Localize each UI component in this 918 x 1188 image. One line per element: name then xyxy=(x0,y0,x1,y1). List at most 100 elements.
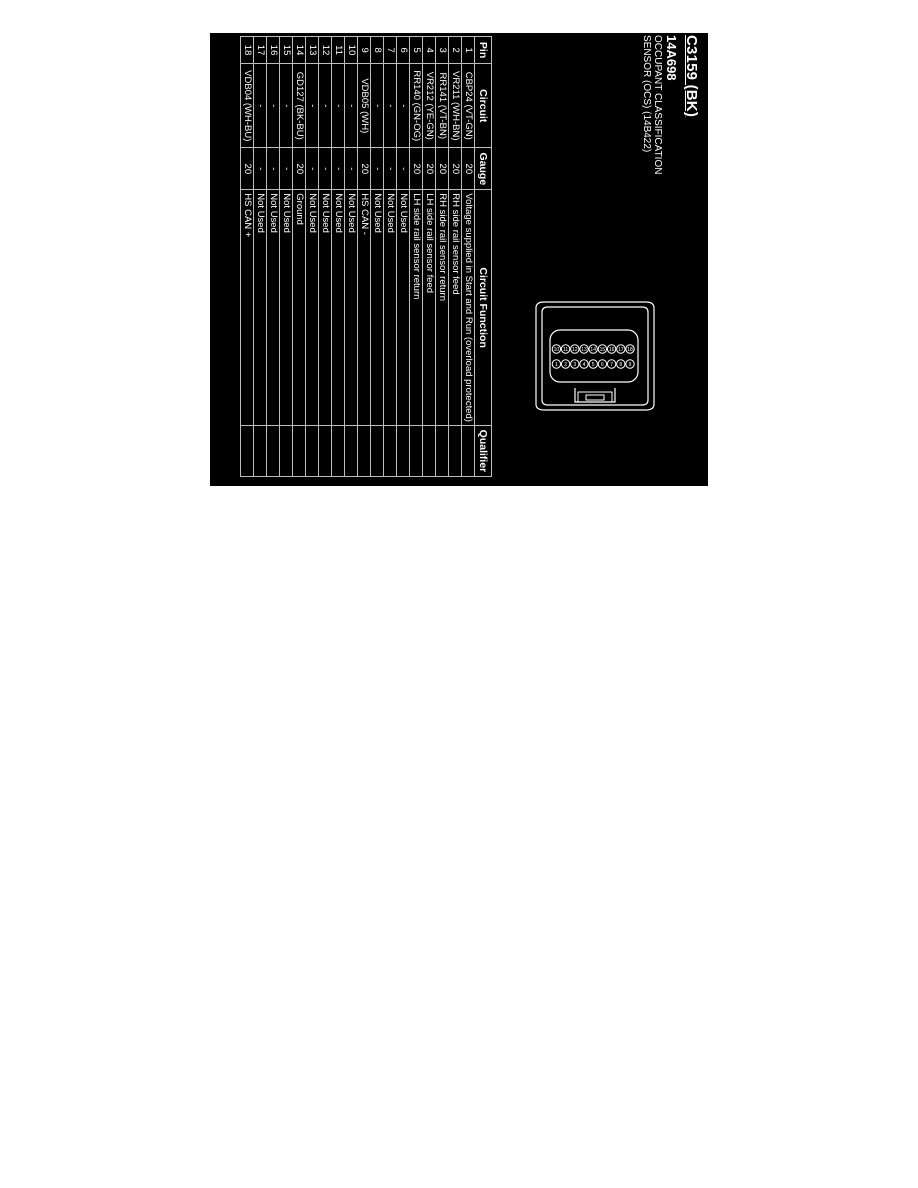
gauge-cell: 20 xyxy=(435,147,449,190)
gauge-cell: 20 xyxy=(422,147,436,190)
circuit-cell: - xyxy=(396,63,410,148)
gauge-cell: 20 xyxy=(461,147,475,190)
pin-cavity-14 xyxy=(588,344,598,354)
gauge-cell: 20 xyxy=(448,147,462,190)
pin-number-label: 13 xyxy=(581,347,587,353)
pin-cavity-11 xyxy=(560,344,571,354)
gauge-cell: - xyxy=(318,147,332,190)
circuit-function-cell: Not Used xyxy=(266,189,280,426)
pin-cell: 18 xyxy=(240,36,254,64)
column-header-circuit-function: Circuit Function xyxy=(474,189,492,426)
circuit-function-cell: Voltage supplied in Start and Run (overl… xyxy=(461,189,475,426)
pin-cavity-18 xyxy=(625,344,635,354)
pin-number-label: 1 xyxy=(555,362,558,368)
circuit-cell: VR212 (YE-GN) xyxy=(422,63,436,148)
pin-cell: 7 xyxy=(383,36,397,64)
pin-cell: 16 xyxy=(266,36,280,64)
pin-cavity-15 xyxy=(597,344,608,354)
table-row: 17--Not Used xyxy=(253,36,267,477)
qualifier-cell xyxy=(461,425,475,477)
circuit-cell: - xyxy=(279,63,293,148)
column-header-circuit: Circuit xyxy=(474,63,492,148)
pin-cell: 15 xyxy=(279,36,293,64)
circuit-function-cell: LH side rail sensor return xyxy=(409,189,423,426)
gauge-cell: 20 xyxy=(357,147,371,190)
description-line-2: SENSOR (OCS) (14B422) xyxy=(641,35,652,153)
qualifier-cell xyxy=(305,425,319,477)
table-row: 13--Not Used xyxy=(305,36,319,477)
qualifier-cell xyxy=(422,425,436,477)
circuit-cell: - xyxy=(344,63,358,148)
pin-number-label: 17 xyxy=(618,347,624,353)
circuit-cell: - xyxy=(383,63,397,148)
circuit-cell: VDB04 (WH-BU) xyxy=(240,63,254,148)
qualifier-cell xyxy=(253,425,267,477)
pin-cavity-10 xyxy=(551,344,562,354)
qualifier-cell xyxy=(396,425,410,477)
pin-cavity-13 xyxy=(579,344,589,354)
gauge-cell: 20 xyxy=(240,147,254,190)
gauge-cell: - xyxy=(305,147,319,190)
pin-cavity-4 xyxy=(579,359,589,369)
circuit-function-cell: HS CAN - xyxy=(357,189,371,426)
qualifier-cell xyxy=(266,425,280,477)
column-header-gauge: Gauge xyxy=(474,147,492,190)
description-line-1: OCCUPANT CLASSIFICATION xyxy=(652,35,663,175)
connector-id: C3159 (BK) xyxy=(683,35,700,118)
pin-cavity-2 xyxy=(560,359,571,369)
pin-cavity-8 xyxy=(616,359,626,369)
pin-cavity-6 xyxy=(597,359,608,369)
pin-number-label: 3 xyxy=(573,362,576,368)
column-header-pin: Pin xyxy=(474,36,492,64)
pin-cell: 9 xyxy=(357,36,371,64)
column-header-qualifier: Qualifier xyxy=(474,425,492,477)
rotated-document: C3159 (BK) 14A698 OCCUPANT CLASSIFICATIO… xyxy=(210,33,708,486)
pin-cavity-5 xyxy=(588,359,598,369)
pin-cell: 8 xyxy=(370,36,384,64)
circuit-function-cell: Not Used xyxy=(396,189,410,426)
qualifier-cell xyxy=(344,425,358,477)
pin-cell: 10 xyxy=(344,36,358,64)
qualifier-cell xyxy=(318,425,332,477)
pin-cell: 3 xyxy=(435,36,449,64)
circuit-cell: CBP24 (VT-GN) xyxy=(461,63,475,148)
table-row: 16--Not Used xyxy=(266,36,280,477)
qualifier-cell xyxy=(448,425,462,477)
circuit-function-cell: Not Used xyxy=(370,189,384,426)
gauge-cell: 20 xyxy=(409,147,423,190)
gauge-cell: - xyxy=(383,147,397,190)
qualifier-cell xyxy=(240,425,254,477)
gauge-cell: - xyxy=(370,147,384,190)
table-row: 11--Not Used xyxy=(331,36,345,477)
gauge-cell: - xyxy=(396,147,410,190)
circuit-cell: VR211 (WH-BN) xyxy=(448,63,462,148)
pin-cavity-1 xyxy=(551,359,562,369)
table-row: 15--Not Used xyxy=(279,36,293,477)
pin-number-label: 16 xyxy=(609,347,615,353)
pin-number-label: 15 xyxy=(600,347,606,353)
pin-number-label: 12 xyxy=(572,347,578,353)
title-block: C3159 (BK) 14A698 OCCUPANT CLASSIFICATIO… xyxy=(641,35,700,285)
circuit-function-cell: Not Used xyxy=(253,189,267,426)
circuit-function-cell: Not Used xyxy=(344,189,358,426)
pin-number-label: 10 xyxy=(554,347,560,353)
pin-cavity-9 xyxy=(625,359,635,369)
pin-cell: 4 xyxy=(422,36,436,64)
circuit-function-cell: Not Used xyxy=(331,189,345,426)
circuit-function-cell: Not Used xyxy=(279,189,293,426)
circuit-function-cell: Not Used xyxy=(318,189,332,426)
pin-cell: 12 xyxy=(318,36,332,64)
gauge-cell: - xyxy=(279,147,293,190)
circuit-cell: - xyxy=(266,63,280,148)
circuit-cell: - xyxy=(305,63,319,148)
table-row: 6--Not Used xyxy=(396,36,410,477)
pin-number-label: 4 xyxy=(583,362,586,368)
qualifier-cell xyxy=(357,425,371,477)
qualifier-cell xyxy=(292,425,306,477)
qualifier-cell xyxy=(331,425,345,477)
gauge-cell: - xyxy=(266,147,280,190)
qualifier-cell xyxy=(383,425,397,477)
